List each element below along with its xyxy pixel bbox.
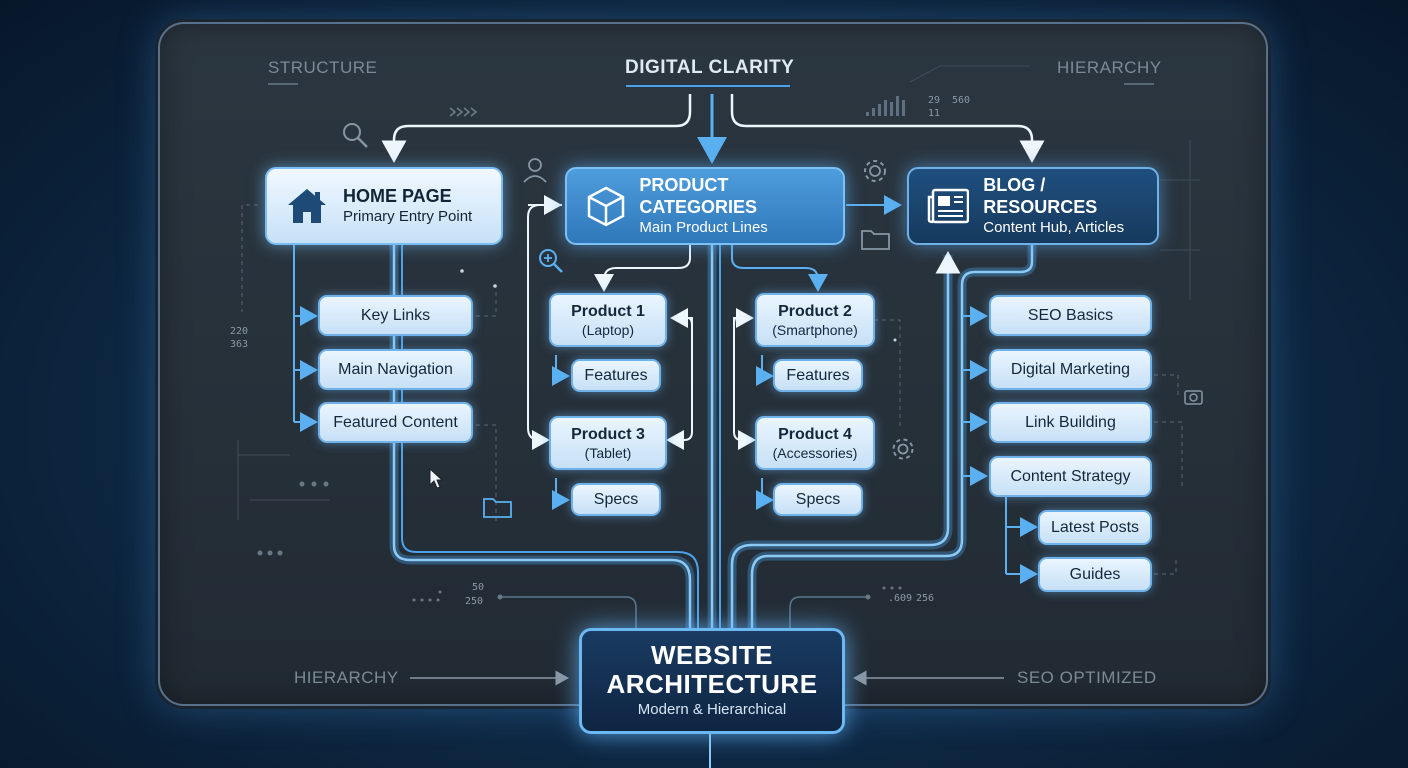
home-title: HOME PAGE	[343, 186, 452, 206]
home-subtitle: Primary Entry Point	[343, 208, 473, 225]
product-detail: (Accessories)	[772, 444, 858, 461]
product-2-node[interactable]: Product 2 (Smartphone)	[755, 293, 875, 347]
product-1-features-node[interactable]: Features	[571, 359, 661, 392]
structure-underline	[268, 83, 298, 85]
product-name: Product 2	[778, 302, 852, 320]
structure-label: STRUCTURE	[268, 58, 378, 77]
product-detail: (Laptop)	[581, 321, 635, 338]
latest-posts-node[interactable]: Latest Posts	[1038, 510, 1152, 545]
hierarchy-underline	[1124, 83, 1154, 85]
gear-icon	[892, 438, 914, 460]
product-detail: (Tablet)	[584, 444, 632, 461]
core-subtitle: Modern & Hierarchical	[637, 701, 787, 718]
product-4-specs-node[interactable]: Specs	[773, 483, 863, 516]
blog-subtitle: Content Hub, Articles	[983, 219, 1125, 236]
deco-number: 220	[230, 326, 249, 337]
deco-number: 29	[928, 95, 941, 106]
folder-icon	[483, 498, 512, 518]
folder-icon	[861, 230, 890, 250]
website-architecture-node[interactable]: WEBSITE ARCHITECTURE Modern & Hierarchic…	[579, 628, 845, 734]
products-subtitle: Main Product Lines	[639, 219, 768, 236]
link-building-node[interactable]: Link Building	[989, 402, 1152, 443]
digital-clarity-underline	[626, 85, 790, 87]
product-name: Product 4	[778, 425, 852, 443]
blog-title: BLOG / RESOURCES	[983, 175, 1098, 217]
product-4-node[interactable]: Product 4 (Accessories)	[755, 416, 875, 470]
main-navigation-node[interactable]: Main Navigation	[318, 349, 473, 390]
hierarchy-bottom-label: HIERARCHY	[294, 668, 399, 687]
key-links-node[interactable]: Key Links	[318, 295, 473, 336]
digital-marketing-node[interactable]: Digital Marketing	[989, 349, 1152, 390]
product-detail: (Smartphone)	[772, 321, 858, 338]
cube-icon	[587, 186, 625, 227]
user-icon	[523, 158, 547, 183]
search-icon	[343, 123, 368, 148]
deco-number: 560	[952, 95, 971, 106]
deco-number: 250	[465, 596, 484, 607]
hierarchy-top-label: HIERARCHY	[1057, 58, 1162, 77]
products-title: PRODUCT CATEGORIES	[639, 175, 758, 217]
home-page-node[interactable]: HOME PAGE Primary Entry Point	[265, 167, 503, 245]
core-title-line2: ARCHITECTURE	[606, 669, 818, 699]
seo-optimized-label: SEO OPTIMIZED	[1017, 668, 1157, 687]
product-name: Product 3	[571, 425, 645, 443]
cursor-icon	[429, 468, 444, 489]
featured-content-node[interactable]: Featured Content	[318, 402, 473, 443]
zoom-icon	[539, 249, 563, 273]
product-2-features-node[interactable]: Features	[773, 359, 863, 392]
guides-node[interactable]: Guides	[1038, 557, 1152, 592]
gear-icon	[864, 160, 886, 182]
deco-number: 363	[230, 339, 249, 350]
product-1-node[interactable]: Product 1 (Laptop)	[549, 293, 667, 347]
product-3-specs-node[interactable]: Specs	[571, 483, 661, 516]
newspaper-icon	[927, 188, 970, 224]
deco-number: 11	[928, 108, 941, 119]
deco-number: .609	[888, 593, 913, 604]
camera-icon	[1184, 390, 1203, 405]
seo-basics-node[interactable]: SEO Basics	[989, 295, 1152, 336]
house-icon	[288, 189, 326, 223]
content-strategy-node[interactable]: Content Strategy	[989, 456, 1152, 497]
deco-number: 256	[916, 593, 935, 604]
digital-clarity-title: DIGITAL CLARITY	[625, 57, 795, 78]
product-3-node[interactable]: Product 3 (Tablet)	[549, 416, 667, 470]
product-categories-node[interactable]: PRODUCT CATEGORIES Main Product Lines	[565, 167, 845, 245]
blog-resources-node[interactable]: BLOG / RESOURCES Content Hub, Articles	[907, 167, 1159, 245]
product-name: Product 1	[571, 302, 645, 320]
core-title-line1: WEBSITE	[651, 640, 773, 670]
deco-number: 50	[472, 582, 485, 593]
